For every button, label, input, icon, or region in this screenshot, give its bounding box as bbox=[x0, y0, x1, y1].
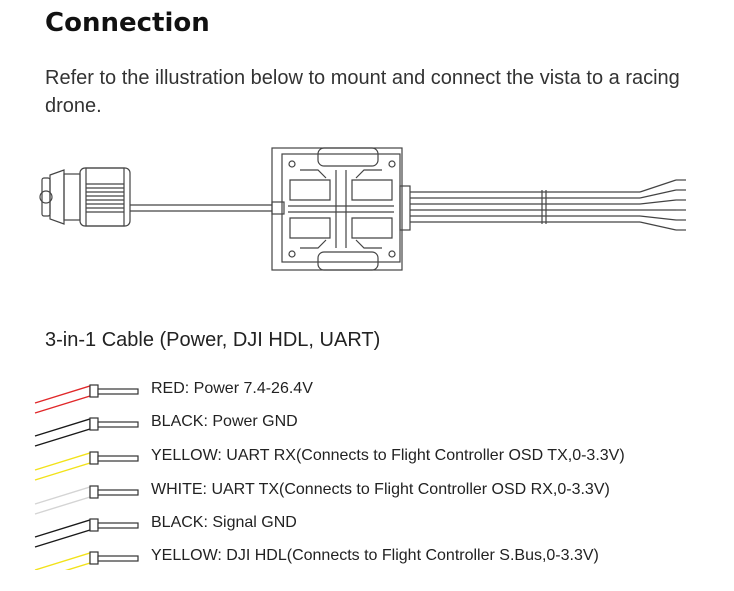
wire-item-red: RED: Power 7.4-26.4V bbox=[151, 378, 313, 400]
camera-illustration bbox=[39, 167, 131, 227]
wire-color-label: YELLOW: bbox=[151, 547, 222, 564]
cable-subtitle: 3-in-1 Cable (Power, DJI HDL, UART) bbox=[45, 329, 381, 351]
wire-description: Power GND bbox=[207, 413, 298, 430]
wire-description: Power 7.4-26.4V bbox=[189, 380, 313, 397]
wire-color-label: BLACK: bbox=[151, 514, 208, 531]
wire-item-yellow-hdl: YELLOW: DJI HDL(Connects to Flight Contr… bbox=[151, 545, 599, 567]
wire-item-black-signal: BLACK: Signal GND bbox=[151, 512, 297, 534]
wire-color-label: WHITE: bbox=[151, 481, 207, 498]
wire-glyph-black-power bbox=[34, 417, 139, 447]
wire-glyph-red bbox=[34, 384, 139, 414]
intro-text: Refer to the illustration below to mount… bbox=[45, 67, 680, 117]
wire-color-label: YELLOW: bbox=[151, 447, 222, 464]
wire-glyph-white bbox=[34, 485, 139, 515]
vista-illustration bbox=[39, 147, 686, 271]
wire-legend-graphics bbox=[34, 384, 139, 570]
wire-glyph-yellow-uart bbox=[34, 451, 139, 481]
wire-description: UART RX(Connects to Flight Controller OS… bbox=[221, 447, 625, 464]
wire-description: UART TX(Connects to Flight Controller OS… bbox=[207, 481, 610, 498]
page-title: Connection bbox=[45, 8, 210, 38]
wire-description: DJI HDL(Connects to Flight Controller S.… bbox=[221, 547, 599, 564]
vista-module-illustration bbox=[271, 147, 411, 271]
wire-item-black-power: BLACK: Power GND bbox=[151, 411, 298, 433]
wire-description: Signal GND bbox=[207, 514, 297, 531]
cable-bundle-illustration bbox=[410, 179, 686, 231]
wire-item-yellow-uart: YELLOW: UART RX(Connects to Flight Contr… bbox=[151, 445, 625, 467]
wire-glyph-yellow-hdl bbox=[34, 551, 139, 570]
wire-item-white: WHITE: UART TX(Connects to Flight Contro… bbox=[151, 479, 610, 501]
wire-color-label: BLACK: bbox=[151, 413, 208, 430]
wire-color-label: RED: bbox=[151, 380, 190, 397]
wire-glyph-black-signal bbox=[34, 518, 139, 548]
